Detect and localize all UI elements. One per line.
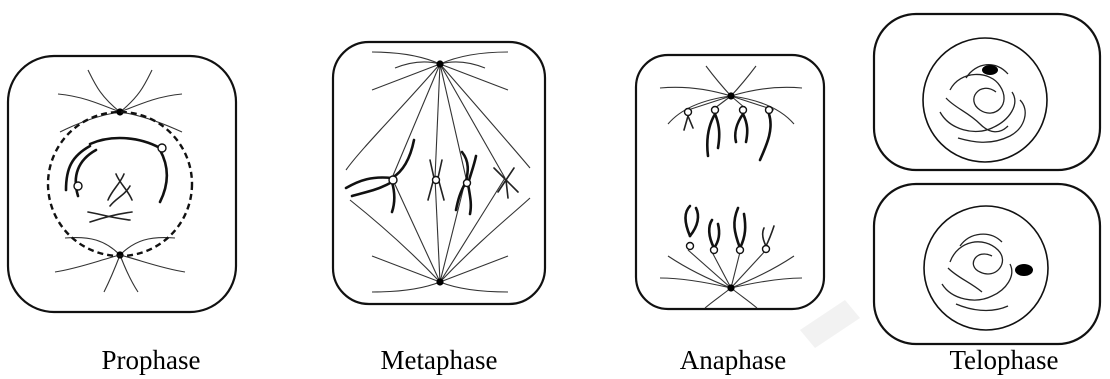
- telophase-nucleus-top: [923, 38, 1047, 162]
- metaphase-centrosome-top: [436, 60, 443, 67]
- telophase-cell-bottom: [874, 184, 1100, 344]
- watermark-shape: [800, 300, 860, 348]
- label-anaphase: Anaphase: [680, 345, 786, 375]
- anaphase-centrosome-bottom: [727, 284, 734, 291]
- metaphase-centrosome-bottom: [436, 278, 443, 285]
- anaphase-cell: [636, 55, 824, 309]
- telophase-nucleolus-top: [982, 65, 998, 75]
- prophase-cell: [8, 56, 236, 312]
- telophase-nucleolus-bottom: [1015, 264, 1033, 276]
- label-prophase: Prophase: [102, 345, 201, 375]
- telophase-cell-top: [874, 14, 1100, 170]
- label-metaphase: Metaphase: [381, 345, 498, 375]
- metaphase-cell: [333, 42, 545, 304]
- anaphase-centrosome-top: [727, 92, 734, 99]
- label-telophase: Telophase: [949, 345, 1058, 375]
